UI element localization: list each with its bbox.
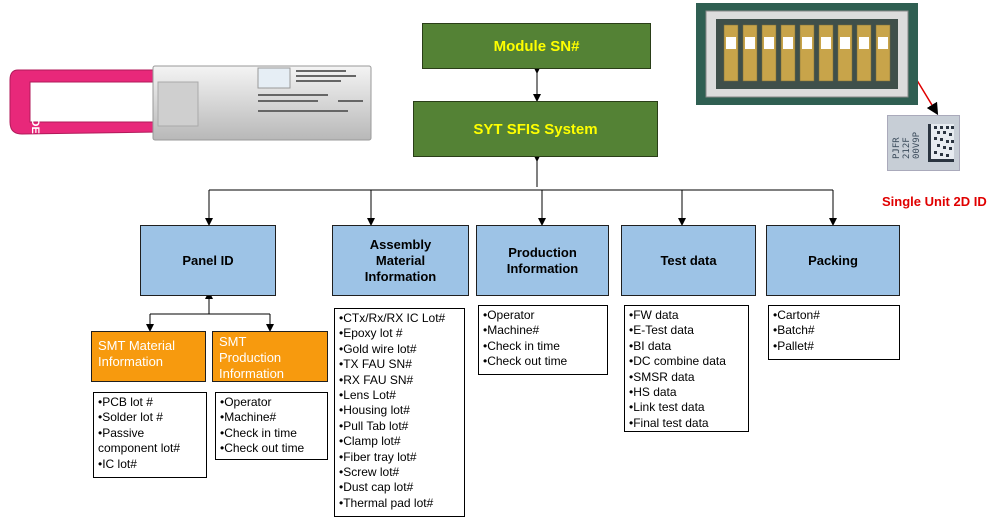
list-item: •Pull Tab lot#	[339, 418, 409, 433]
module-label-sticker	[257, 67, 291, 89]
list-item: •Solder lot #	[98, 410, 163, 425]
list-item: •Check out time	[220, 441, 305, 456]
list-item: component lot#	[98, 441, 181, 456]
packing-list: •Carton#•Batch#•Pallet#	[768, 305, 900, 360]
assembly-material-list: •CTx/Rx/RX IC Lot#•Epoxy lot #•Gold wire…	[334, 308, 465, 517]
sfis-system-box: SYT SFIS System	[413, 101, 658, 157]
list-item: •Operator	[220, 395, 272, 409]
list-item: •Link test data	[629, 400, 705, 415]
list-item: •Final test data	[629, 415, 709, 430]
list-item: •Machine#	[220, 410, 277, 425]
id-code-line: 212F	[902, 137, 912, 159]
packing-box: Packing	[766, 225, 900, 296]
assembly-label-line: Information	[364, 268, 437, 284]
smt-material-line: Information	[98, 354, 164, 369]
id-code-line: 00V9P	[912, 131, 922, 159]
assembly-label-line: Material	[375, 252, 426, 268]
production-label-line: Information	[506, 260, 579, 276]
list-item: •Check in time	[220, 425, 297, 440]
list-item: •Clamp lot#	[339, 434, 401, 449]
list-item: •Operator	[483, 308, 535, 322]
production-info-box: Production Information	[476, 225, 609, 296]
list-item: •DC combine data	[629, 354, 726, 369]
id-code-line: PJFR	[892, 137, 902, 159]
panel-id-box: Panel ID	[140, 225, 276, 296]
list-item: •Gold wire lot#	[339, 341, 417, 356]
smt-production-box: SMT Production Information	[212, 331, 328, 382]
module-sn-label: Module SN#	[493, 37, 580, 55]
single-unit-2d-id-caption: Single Unit 2D ID	[882, 194, 987, 209]
list-item: •Check out time	[483, 354, 568, 369]
test-data-list: •FW data•E-Test data•BI data•DC combine …	[624, 305, 749, 432]
smt-material-box: SMT Material Information	[91, 331, 206, 382]
smt-production-line: Information	[219, 366, 285, 381]
smt-production-list: •Operator•Machine#•Check in time•Check o…	[215, 392, 328, 460]
list-item: •Machine#	[483, 323, 540, 338]
list-item: •Dust cap lot#	[339, 480, 414, 495]
sfis-system-label: SYT SFIS System	[473, 120, 598, 138]
list-item: •Housing lot#	[339, 403, 410, 418]
test-data-label: Test data	[660, 252, 717, 268]
list-item: •Carton#	[773, 308, 820, 322]
panel-id-label: Panel ID	[182, 252, 234, 268]
assembly-info-box: Assembly Material Information	[332, 225, 469, 296]
list-item: •Passive	[98, 425, 145, 440]
production-info-list: •Operator•Machine#•Check in time•Check o…	[478, 305, 608, 375]
list-item: •Check in time	[483, 338, 560, 353]
list-item: •Screw lot#	[339, 465, 400, 480]
list-item: •Epoxy lot #	[339, 326, 403, 341]
smt-production-line: SMT	[219, 334, 247, 349]
unit-2d-id-photo: PJFR 212F 00V9P	[887, 115, 960, 171]
brand-logo: SOOE	[29, 102, 41, 134]
list-item: •RX FAU SN#	[339, 372, 414, 387]
list-item: •Thermal pad lot#	[339, 495, 434, 510]
list-item: •Pallet#	[773, 338, 814, 353]
smt-production-line: Production	[219, 350, 282, 365]
module-sn-box: Module SN#	[422, 23, 651, 69]
list-item: •Batch#	[773, 323, 815, 338]
list-item: •SMSR data	[629, 369, 695, 384]
list-item: •CTx/Rx/RX IC Lot#	[339, 311, 446, 325]
list-item: •FW data	[629, 308, 679, 322]
packing-label: Packing	[808, 252, 858, 268]
smt-material-line: SMT Material	[98, 338, 176, 353]
list-item: •IC lot#	[98, 456, 137, 471]
list-item: •E-Test data	[629, 323, 694, 338]
test-data-box: Test data	[621, 225, 756, 296]
list-item: •HS data	[629, 385, 677, 400]
list-item: •TX FAU SN#	[339, 357, 412, 372]
pcb-panel-photo	[696, 3, 918, 105]
list-item: •Fiber tray lot#	[339, 449, 417, 464]
list-item: •PCB lot #	[98, 395, 153, 409]
data-matrix-code	[928, 124, 954, 162]
transceiver-module-photo: SOOE	[9, 65, 372, 141]
list-item: •BI data	[629, 338, 672, 353]
list-item: •Lens Lot#	[339, 388, 396, 403]
production-label-line: Production	[508, 244, 577, 260]
assembly-label-line: Assembly	[369, 236, 432, 252]
